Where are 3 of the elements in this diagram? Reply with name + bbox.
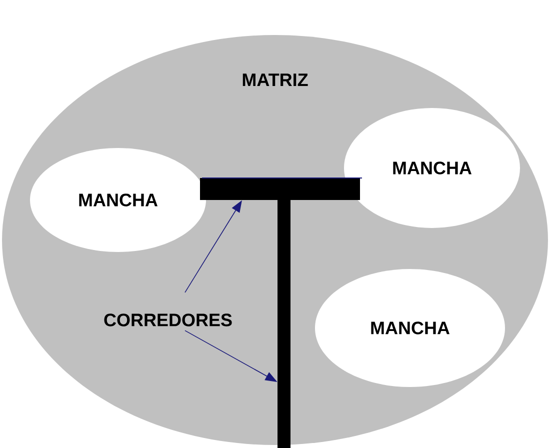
corridor-bar [278, 200, 290, 448]
corridor-bar [200, 178, 362, 200]
corridor-label: CORREDORES [104, 314, 232, 326]
